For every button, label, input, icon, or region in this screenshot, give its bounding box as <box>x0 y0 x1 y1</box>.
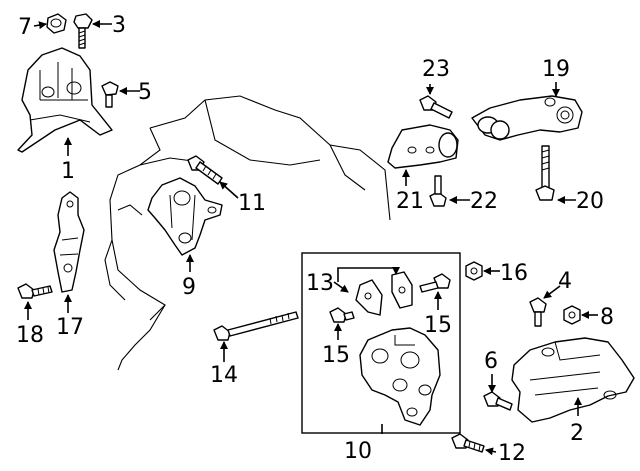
callout-labels: 7 3 5 1 11 9 17 18 14 13 15 15 10 12 23 … <box>16 13 614 466</box>
part-7-nut[interactable] <box>46 13 67 34</box>
callout-7: 7 <box>18 15 32 40</box>
part-15-bolt-b[interactable] <box>419 273 451 293</box>
callout-5: 5 <box>138 80 152 105</box>
leader-lines <box>24 20 598 456</box>
callout-9: 9 <box>182 275 196 300</box>
part-2-transmission-mount[interactable] <box>511 337 635 423</box>
callout-11: 11 <box>238 191 266 216</box>
callout-14: 14 <box>210 363 238 388</box>
part-19-torque-rod[interactable] <box>471 95 583 141</box>
part-1-engine-mount-bracket[interactable] <box>17 47 113 153</box>
engine-block-outline <box>104 95 391 371</box>
callout-18: 18 <box>16 323 44 348</box>
part-21-mount[interactable] <box>387 124 459 169</box>
part-14-long-bolt[interactable] <box>213 311 299 341</box>
part-4-bolt[interactable] <box>529 297 547 327</box>
part-17-bracket[interactable] <box>53 191 85 293</box>
part-18-bolt[interactable] <box>17 283 53 299</box>
callout-16: 16 <box>500 261 528 286</box>
part-11-bolt[interactable] <box>187 155 223 185</box>
part-8-nut[interactable] <box>563 305 581 325</box>
callout-15b: 15 <box>424 313 452 338</box>
callout-3: 3 <box>112 13 126 38</box>
callout-22: 22 <box>470 189 498 214</box>
callout-1: 1 <box>61 159 75 184</box>
part-3-bolt[interactable] <box>73 13 93 49</box>
part-13-brackets[interactable] <box>355 271 413 316</box>
callout-4: 4 <box>558 269 572 294</box>
callout-20: 20 <box>576 189 604 214</box>
part-16-nut[interactable] <box>465 261 483 281</box>
callout-2: 2 <box>570 421 584 446</box>
part-5-bolt[interactable] <box>101 81 119 108</box>
part-12-bolt[interactable] <box>451 433 485 453</box>
callout-21: 21 <box>396 189 424 214</box>
part-6-bolt[interactable] <box>483 391 513 411</box>
callout-19: 19 <box>542 57 570 82</box>
callout-13: 13 <box>306 271 334 296</box>
part-22-bolt[interactable] <box>429 175 447 207</box>
part-23-bolt[interactable] <box>419 95 453 119</box>
callout-8: 8 <box>600 305 614 330</box>
callout-23: 23 <box>422 57 450 82</box>
callout-17: 17 <box>56 315 84 340</box>
part-15-bolt-a[interactable] <box>329 307 355 323</box>
callout-15a: 15 <box>322 343 350 368</box>
callout-12: 12 <box>498 441 526 466</box>
part-20-bolt[interactable] <box>535 145 555 201</box>
part-9-engine-mount[interactable] <box>147 177 223 256</box>
part-10-transmission-mount[interactable] <box>359 327 441 426</box>
callout-10: 10 <box>344 439 372 464</box>
part-10-assembly-box <box>301 252 461 434</box>
callout-6: 6 <box>484 349 498 374</box>
